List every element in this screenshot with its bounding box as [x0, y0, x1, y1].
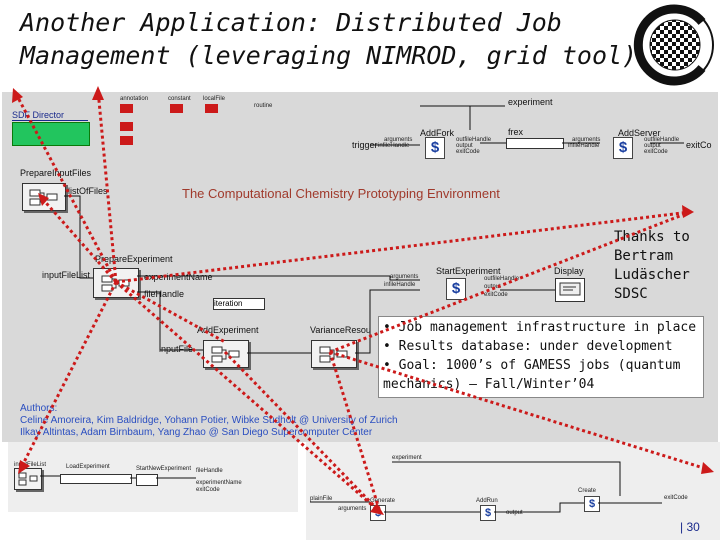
add-server-label: AddServer — [618, 128, 661, 138]
port-label: arguments — [384, 137, 413, 143]
port-label: arguments — [338, 506, 367, 512]
start-experiment-actor[interactable]: $ — [446, 278, 466, 300]
actor-label: Generate — [370, 498, 396, 504]
library-actor-icon[interactable] — [120, 122, 133, 131]
library-label: routine — [254, 103, 273, 109]
add-experiment-label: AddExperiment — [197, 325, 259, 335]
slide-title: Another Application: Distributed Job Man… — [20, 8, 638, 70]
port-label: inputFile — [159, 344, 194, 354]
trigger-label: trigger — [352, 140, 378, 150]
bullet-item: • Goal: 1000’s of GAMESS jobs (quantum — [383, 358, 681, 373]
iteration-parameter[interactable]: iteration — [213, 298, 265, 310]
bullet-item: • Results database: under development — [383, 339, 673, 354]
port-label: fileHandle — [144, 289, 185, 299]
port-label: exitCode — [644, 149, 668, 155]
port-label: arguments — [572, 137, 601, 143]
create-actor[interactable]: $ — [584, 496, 600, 512]
library-actor-icon[interactable] — [170, 104, 183, 113]
workflow-title: The Computational Chemistry Prototyping … — [182, 186, 500, 201]
sdsc-logo-icon — [633, 4, 714, 86]
bullet-item: • Job management infrastructure in place — [383, 320, 697, 335]
sub-actor[interactable] — [136, 474, 158, 486]
port-label: output — [644, 143, 661, 149]
port-label: fileHandle — [196, 468, 223, 474]
variance-resource-label: VarianceResou — [310, 325, 371, 335]
port-label: output — [506, 510, 523, 516]
library-label: constant — [168, 96, 191, 102]
exit-code-label: exitCo — [686, 140, 712, 150]
port-label: arguments — [390, 274, 419, 280]
port-label: plainFile — [310, 496, 333, 502]
start-experiment-label: StartExperiment — [436, 266, 501, 276]
port-label: exitCode — [456, 149, 480, 155]
frex-label: frex — [508, 127, 524, 137]
add-fork-label: AddFork — [420, 128, 455, 138]
port-label: outfileHandle — [484, 276, 520, 282]
page-divider: | — [680, 520, 687, 534]
port-label: output — [484, 284, 501, 290]
sdf-director-label: SDF Director — [12, 110, 88, 121]
bullet-box: • Job management infrastructure in place… — [378, 316, 704, 398]
port-label: infileHandle — [568, 143, 600, 149]
port-label: outfileHandle — [644, 137, 680, 143]
port-label: output — [456, 143, 473, 149]
port-label: listOfFiles — [68, 186, 108, 196]
port-label: inputFileList — [14, 462, 47, 468]
port-label: exitCode — [484, 292, 508, 298]
port-label: experimentName — [144, 272, 213, 282]
library-actor-icon[interactable] — [120, 104, 133, 113]
display-label: Display — [554, 266, 584, 276]
port-label: outfileHandle — [456, 137, 492, 143]
add-run-actor[interactable]: $ — [480, 505, 496, 521]
authors: Authors: Celine Amoreira, Kim Baldridge,… — [20, 403, 398, 438]
library-label: annotation — [120, 96, 149, 102]
composite-actor-icon — [18, 472, 38, 486]
actor-label: AddRun — [476, 498, 498, 504]
monitor-icon — [559, 282, 581, 296]
prepare-experiment-label: PrepareExperiment — [95, 254, 173, 264]
port-label: experiment — [392, 455, 422, 461]
display-actor[interactable] — [555, 278, 585, 302]
sdf-director[interactable] — [12, 122, 90, 146]
library-actor-icon[interactable] — [120, 136, 133, 145]
port-label: infileHandle — [378, 143, 410, 149]
composite-actor-icon — [211, 346, 240, 363]
actor-label: LoadExperiment — [66, 464, 110, 470]
sub-actor[interactable] — [14, 468, 42, 490]
port-label: experimentName — [196, 480, 242, 486]
port-label: exitCode — [196, 487, 220, 493]
port-label: exitCode — [664, 495, 688, 501]
bullet-item: mechanics) – Fall/Winter’04 — [383, 377, 595, 392]
library-actor-icon[interactable] — [205, 104, 218, 113]
prepare-input-files-label: PrepareInputFiles — [20, 168, 92, 178]
port-label: inputFileList — [42, 270, 91, 280]
port-label: infileHandle — [384, 282, 416, 288]
add-server-actor[interactable]: $ — [613, 137, 633, 159]
actor-label: Create — [578, 488, 597, 494]
page-number: | 30 — [680, 520, 700, 534]
prepare-experiment-actor[interactable] — [93, 268, 139, 298]
experiment-port-label: experiment — [508, 97, 553, 107]
sub-actor[interactable] — [60, 474, 132, 484]
actor-label: StartNewExperiment — [136, 466, 192, 472]
library-label: localFile — [203, 96, 226, 102]
add-fork-actor[interactable]: $ — [425, 137, 445, 159]
